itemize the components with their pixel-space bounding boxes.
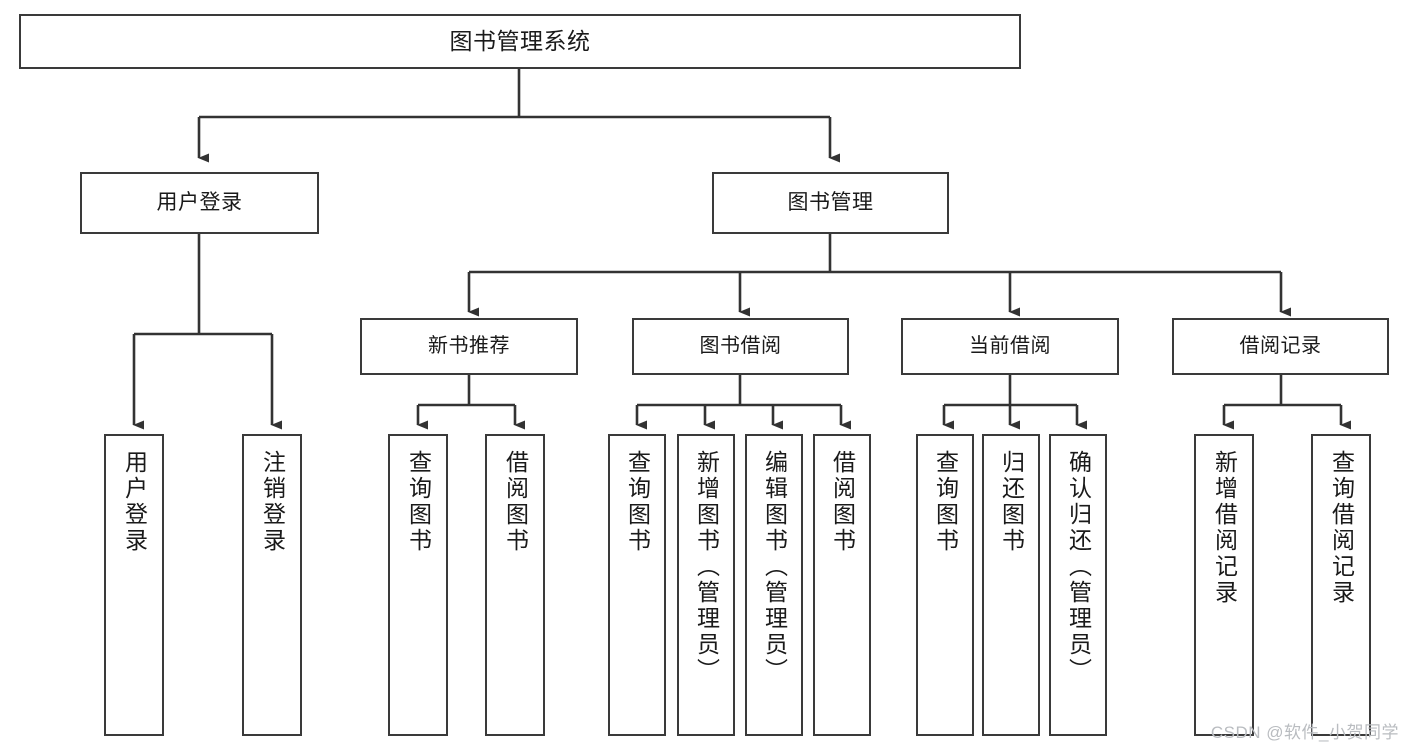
node-label: 用户登录 (156, 190, 243, 214)
node-label: 借阅记录 (1239, 334, 1322, 357)
node-label: 当前借阅 (969, 334, 1051, 357)
leaf-borrow-edit-book-admin[interactable]: 编辑图书（管理员） (745, 434, 803, 736)
node-label: 归还图书 (998, 450, 1025, 554)
leaf-user-login-logout[interactable]: 注销登录 (242, 434, 302, 736)
node-borrow-record[interactable]: 借阅记录 (1172, 318, 1389, 375)
node-label: 借阅图书 (502, 450, 529, 554)
node-label: 新增图书（管理员） (693, 450, 720, 684)
node-label: 新书推荐 (428, 334, 510, 357)
leaf-user-login-login[interactable]: 用户登录 (104, 434, 164, 736)
node-book-borrow[interactable]: 图书借阅 (632, 318, 849, 375)
node-root-system[interactable]: 图书管理系统 (19, 14, 1021, 69)
node-user-login[interactable]: 用户登录 (80, 172, 319, 234)
node-label: 图书借阅 (699, 334, 782, 357)
leaf-borrow-add-book-admin[interactable]: 新增图书（管理员） (677, 434, 735, 736)
node-label: 查询图书 (405, 450, 432, 554)
node-label: 查询图书 (932, 450, 959, 554)
leaf-borrow-borrow-book[interactable]: 借阅图书 (813, 434, 871, 736)
node-label: 图书管理系统 (449, 27, 591, 54)
leaf-record-add-record[interactable]: 新增借阅记录 (1194, 434, 1254, 736)
node-label: 借阅图书 (829, 450, 856, 554)
node-label: 编辑图书（管理员） (761, 450, 788, 684)
node-label: 新增借阅记录 (1211, 450, 1238, 606)
node-book-management[interactable]: 图书管理 (712, 172, 949, 234)
leaf-current-query-book[interactable]: 查询图书 (916, 434, 974, 736)
node-label: 确认归还（管理员） (1065, 450, 1092, 684)
leaf-borrow-query-book[interactable]: 查询图书 (608, 434, 666, 736)
node-label: 图书管理 (787, 190, 874, 214)
leaf-current-confirm-return-admin[interactable]: 确认归还（管理员） (1049, 434, 1107, 736)
leaf-record-query-record[interactable]: 查询借阅记录 (1311, 434, 1371, 736)
node-label: 用户登录 (121, 450, 148, 554)
node-current-borrow[interactable]: 当前借阅 (901, 318, 1119, 375)
leaf-new-book-borrow[interactable]: 借阅图书 (485, 434, 545, 736)
node-new-book-recommend[interactable]: 新书推荐 (360, 318, 578, 375)
node-label: 注销登录 (259, 450, 286, 554)
leaf-current-return-book[interactable]: 归还图书 (982, 434, 1040, 736)
csdn-watermark: CSDN @软件_小贺同学 (1210, 723, 1399, 742)
node-label: 查询图书 (624, 450, 651, 554)
leaf-new-book-query[interactable]: 查询图书 (388, 434, 448, 736)
node-label: 查询借阅记录 (1328, 450, 1355, 606)
